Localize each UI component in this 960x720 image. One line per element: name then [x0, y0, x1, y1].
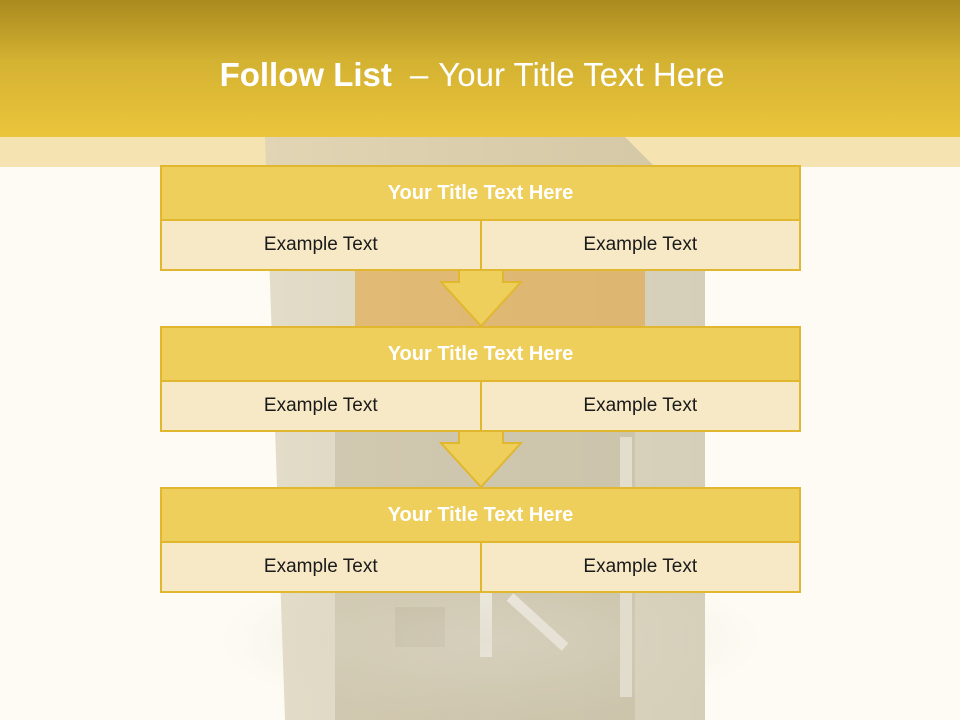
- header-band: [0, 0, 960, 137]
- title-rest: Your Title Text Here: [438, 56, 725, 93]
- step-cell-left: Example Text: [160, 543, 482, 593]
- step-row: Example Text Example Text: [160, 221, 801, 271]
- step-box-2: Your Title Text Here Example Text Exampl…: [160, 326, 801, 432]
- slide-title: Follow List–Your Title Text Here: [0, 56, 944, 94]
- step-cell-right: Example Text: [481, 221, 801, 271]
- step-box-3: Your Title Text Here Example Text Exampl…: [160, 487, 801, 593]
- step-row: Example Text Example Text: [160, 382, 801, 432]
- step-title: Your Title Text Here: [160, 487, 801, 543]
- step-cell-left: Example Text: [160, 221, 482, 271]
- step-cell-right: Example Text: [481, 543, 801, 593]
- step-row: Example Text Example Text: [160, 543, 801, 593]
- step-cell-left: Example Text: [160, 382, 482, 432]
- step-title: Your Title Text Here: [160, 326, 801, 382]
- step-box-1: Your Title Text Here Example Text Exampl…: [160, 165, 801, 271]
- step-title: Your Title Text Here: [160, 165, 801, 221]
- step-cell-right: Example Text: [481, 382, 801, 432]
- title-bold: Follow List: [219, 56, 392, 93]
- down-arrow-icon: [439, 431, 523, 489]
- title-dash: –: [409, 56, 429, 93]
- down-arrow-icon: [439, 270, 523, 328]
